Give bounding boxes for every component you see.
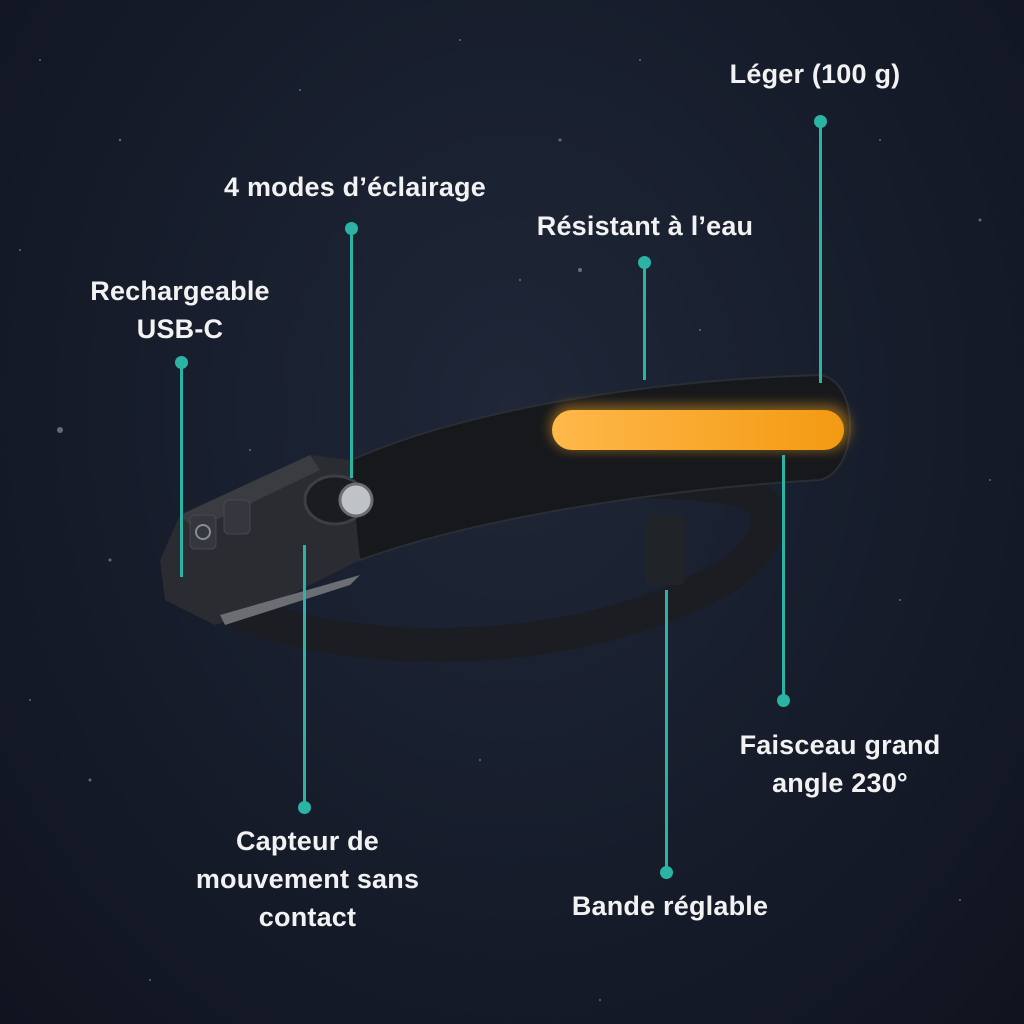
dot-waterproof: [638, 256, 651, 269]
dot-strap: [660, 866, 673, 879]
leader-weight: [819, 121, 822, 383]
cob-led-band: [552, 410, 844, 450]
dot-usb: [175, 356, 188, 369]
leader-waterproof: [643, 262, 646, 380]
leader-usb: [180, 362, 183, 577]
leader-modes: [350, 228, 353, 478]
label-strap: Bande réglable: [571, 891, 769, 921]
dot-beam: [777, 694, 790, 707]
label-weight: Léger (100 g): [729, 59, 901, 89]
mode-button: [223, 499, 251, 535]
power-button: [189, 514, 217, 550]
label-beam: Faisceau grand angle 230°: [739, 730, 941, 798]
leader-beam: [782, 455, 785, 700]
spot-lens: [338, 482, 374, 518]
label-modes: 4 modes d’éclairage: [224, 172, 486, 202]
leader-strap: [665, 590, 668, 872]
label-usb: Rechargeable USB-C: [90, 276, 270, 344]
dot-sensor: [298, 801, 311, 814]
dot-weight: [814, 115, 827, 128]
label-waterproof: Résistant à l’eau: [536, 211, 754, 241]
label-sensor: Capteur de mouvement sans contact: [195, 826, 420, 932]
lower-led-strip: [220, 575, 360, 625]
strap-buckle: [645, 515, 685, 585]
leader-sensor: [303, 545, 306, 807]
dot-modes: [345, 222, 358, 235]
